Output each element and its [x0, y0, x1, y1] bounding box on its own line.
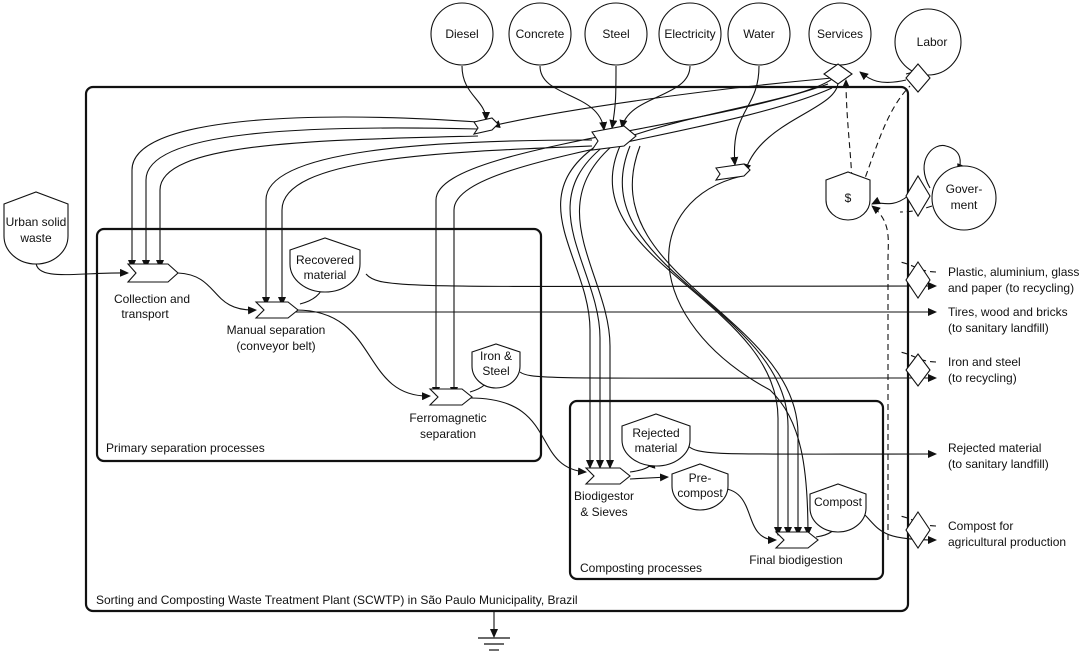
primary-label: Primary separation processes [106, 441, 265, 455]
storage-iron-steel: Iron & Steel [471, 343, 521, 389]
source-water-label: Water [743, 27, 775, 41]
storage-compost: Compost [809, 483, 867, 533]
iron-out-label-2: (to recycling) [948, 371, 1017, 385]
source-electricity-label: Electricity [664, 27, 715, 41]
transaction-diamonds [823, 63, 931, 549]
source-electricity: Electricity [658, 2, 722, 66]
storage-pre-compost: Pre- compost [671, 463, 729, 511]
ferro-label-2: separation [420, 427, 476, 441]
urban-waste-label-2: waste [19, 231, 52, 245]
source-concrete-label: Concrete [516, 27, 565, 41]
final-label: Final biodigestion [749, 553, 842, 567]
process-manual-separation: Manual separation (conveyor belt) [227, 301, 326, 353]
precompost-label-1: Pre- [689, 471, 712, 485]
source-diesel-label: Diesel [445, 27, 478, 41]
money-storage: $ [825, 171, 871, 221]
rejected-label-2: material [635, 441, 678, 455]
output-flows [296, 273, 937, 544]
rejected-label-1: Rejected [632, 426, 679, 440]
composting-frame [568, 399, 885, 581]
recovered-label-2: material [304, 268, 347, 282]
source-urban-solid-waste: Urban solid waste [3, 191, 69, 265]
collection-label-1: Collection and [114, 292, 190, 306]
source-government-label-1: Gover- [946, 182, 983, 196]
plastic-label-2: and paper (to recycling) [948, 281, 1074, 295]
source-steel: Steel [584, 2, 648, 66]
biodigestor-label-2: & Sieves [580, 505, 627, 519]
iron-label-1: Iron & [480, 349, 512, 363]
source-government-label-2: ment [951, 198, 978, 212]
source-services: Services [808, 2, 872, 66]
source-government: Gover- ment [931, 165, 997, 231]
storage-recovered-material: Recovered material [289, 237, 361, 293]
inputs-to-final [611, 145, 812, 536]
manual-label-1: Manual separation [227, 323, 326, 337]
plant-boundary [84, 85, 910, 613]
process-chain [35, 261, 777, 544]
collection-label-2: transport [121, 307, 169, 321]
iron-label-2: Steel [482, 364, 509, 378]
process-collection: Collection and transport [114, 263, 190, 321]
biodigestor-label-1: Biodigestor [574, 489, 634, 503]
primary-separation-frame [95, 227, 543, 463]
plant-label: Sorting and Composting Waste Treatment P… [96, 593, 578, 607]
process-biodigestor: Biodigestor & Sieves [574, 467, 634, 519]
urban-waste-label-1: Urban solid [6, 215, 67, 229]
iron-out-label-1: Iron and steel [948, 355, 1021, 369]
inputs-to-collection [128, 116, 479, 269]
source-diesel: Diesel [430, 2, 494, 66]
storage-rejected-material: Rejected material [621, 413, 691, 467]
composting-label: Composting processes [580, 561, 702, 575]
input-interactions [472, 117, 751, 181]
source-labor-label: Labor [917, 35, 948, 49]
tires-label-1: Tires, wood and bricks [948, 305, 1068, 319]
ferro-label-1: Ferromagnetic [409, 411, 486, 425]
compost-label: Compost [814, 495, 863, 509]
source-concrete: Concrete [508, 2, 572, 66]
plastic-label-1: Plastic, aluminium, glass [948, 265, 1079, 279]
inputs-to-biodigestor [560, 145, 614, 469]
heat-sink-icon [478, 611, 510, 651]
precompost-label-2: compost [677, 486, 723, 500]
rejected-out-label-2: (to sanitary landfill) [948, 457, 1049, 471]
process-ferromagnetic: Ferromagnetic separation [409, 388, 487, 441]
manual-label-2: (conveyor belt) [236, 339, 315, 353]
compost-out-label-2: agricultural production [948, 535, 1066, 549]
source-inflows [461, 65, 839, 173]
source-steel-label: Steel [602, 27, 629, 41]
rejected-out-label-1: Rejected material [948, 441, 1041, 455]
source-water: Water [727, 2, 791, 66]
money-flows [842, 79, 937, 540]
recovered-label-1: Recovered [296, 253, 354, 267]
compost-out-label-1: Compost for [948, 519, 1013, 533]
source-services-label: Services [817, 27, 863, 41]
tires-label-2: (to sanitary landfill) [948, 321, 1049, 335]
process-final-biodigestion: Final biodigestion [749, 531, 843, 567]
source-labor: Labor [894, 8, 962, 76]
money-symbol: $ [845, 191, 852, 205]
output-labels: Plastic, aluminium, glass and paper (to … [948, 265, 1079, 549]
inputs-to-manual [262, 139, 593, 306]
